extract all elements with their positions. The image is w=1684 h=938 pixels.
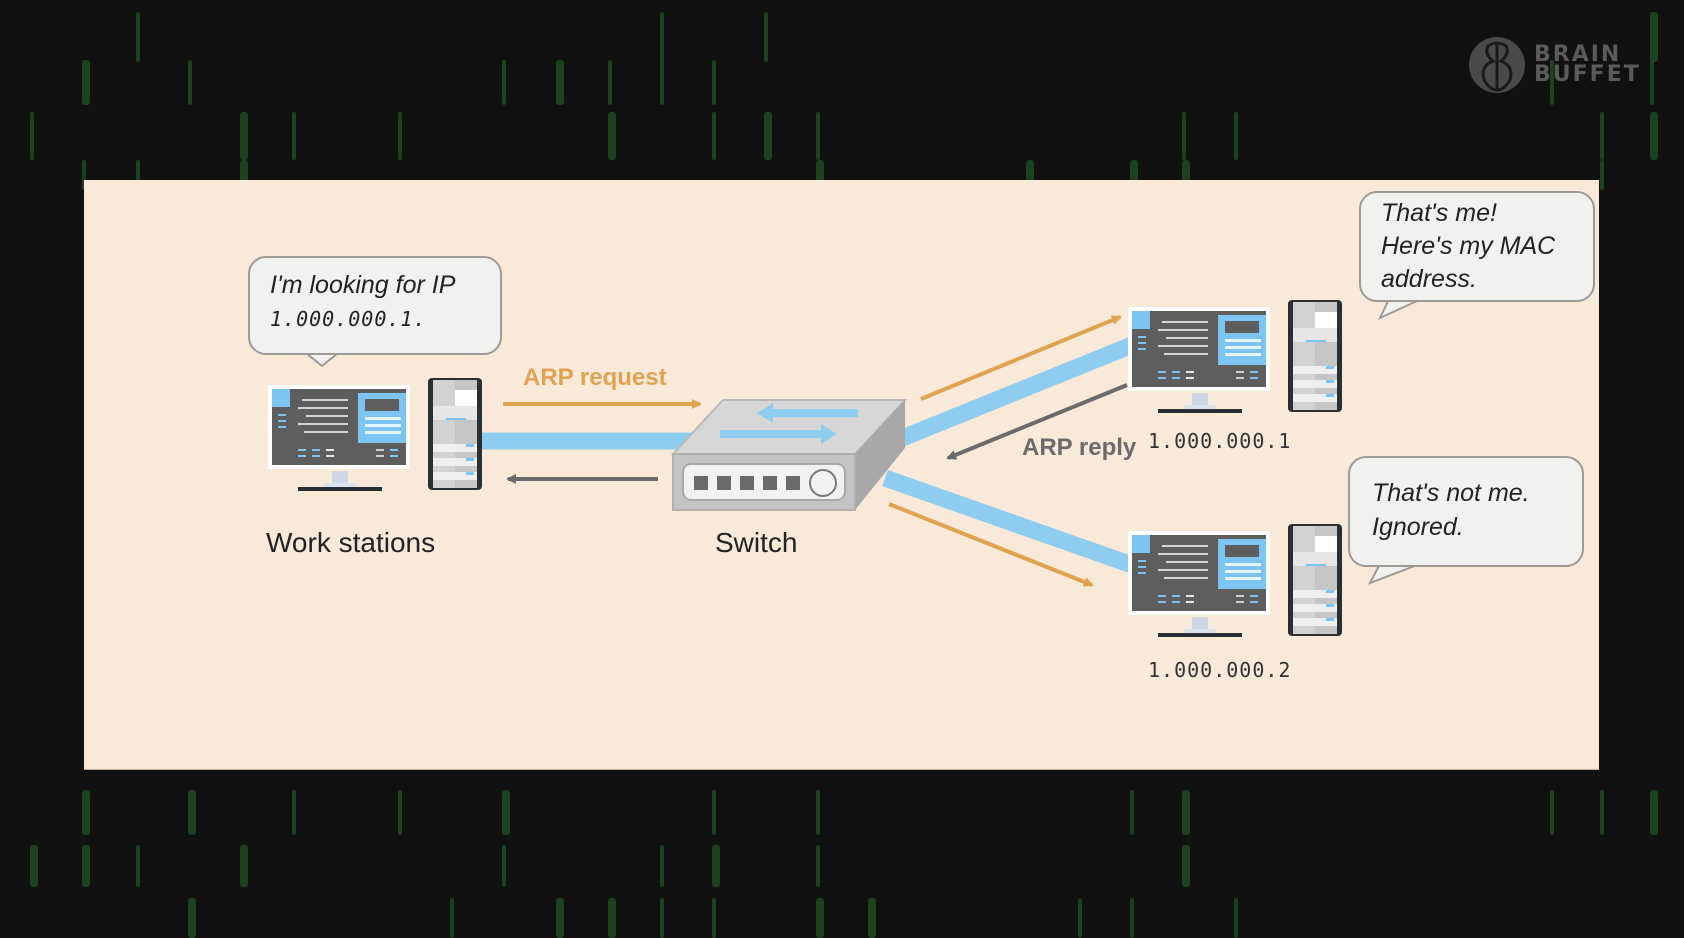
matrix-streak [608, 60, 612, 105]
matrix-streak [660, 60, 664, 105]
matrix-streak [1650, 790, 1658, 835]
matrix-streak [1234, 898, 1238, 938]
matrix-streak [1650, 112, 1658, 160]
matrix-streak [712, 112, 716, 160]
host2-ip-label: 1.000.000.2 [1148, 658, 1292, 682]
matrix-streak [30, 845, 38, 887]
brain-buffet-logo-icon [1469, 37, 1525, 93]
arp-reply-label: ARP reply [1022, 434, 1137, 461]
bubble-text: That's not me. [1372, 479, 1530, 507]
brand-logo: BRAIN BUFFET [1468, 36, 1641, 94]
link-switch-host1 [891, 337, 1136, 449]
matrix-streak [398, 790, 402, 835]
network-switch-icon [670, 399, 908, 511]
arp-reply-arrow [946, 383, 1128, 460]
matrix-streak [660, 845, 664, 887]
matrix-streak [868, 898, 876, 938]
matrix-streak [502, 790, 510, 835]
matrix-streak [1600, 160, 1604, 190]
matrix-streak [712, 898, 716, 938]
brand-line1: BRAIN [1534, 42, 1622, 67]
bubble-text: I'm looking for IP [270, 271, 456, 299]
matrix-streak [240, 160, 248, 190]
matrix-streak [660, 12, 664, 62]
matrix-streak [240, 112, 248, 160]
matrix-streak [1650, 60, 1654, 105]
matrix-streak [1182, 112, 1186, 160]
matrix-streak [1130, 790, 1134, 835]
matrix-streak [1182, 790, 1190, 835]
bubble-ip: 1.000.000.1. [270, 307, 427, 331]
bubble-text: Ignored. [1372, 513, 1464, 541]
matrix-streak [502, 60, 506, 105]
matrix-streak [556, 898, 564, 938]
matrix-streak [764, 12, 768, 62]
matrix-streak [292, 112, 296, 160]
matrix-streak [292, 790, 296, 835]
matrix-streak [1130, 160, 1138, 190]
host1-ip-label: 1.000.000.1 [1148, 429, 1292, 453]
matrix-streak [82, 845, 90, 887]
link-switch-host2 [882, 469, 1135, 574]
matrix-streak [1078, 898, 1082, 938]
matrix-streak [712, 60, 716, 105]
matrix-streak [1182, 845, 1190, 887]
matrix-streak [450, 898, 454, 938]
matrix-streak [82, 790, 90, 835]
brand-line2: BUFFET [1534, 62, 1641, 87]
switch-label: Switch [715, 527, 798, 558]
bubble-text: address. [1381, 265, 1477, 293]
matrix-streak [82, 160, 86, 190]
host2-speech-bubble: That's not me. Ignored. [1348, 456, 1584, 567]
matrix-streak [1550, 790, 1554, 835]
bubble-text: That's me! [1381, 199, 1497, 227]
workstation-label: Work stations [266, 527, 436, 558]
matrix-streak [30, 112, 34, 160]
matrix-streak [764, 112, 772, 160]
matrix-streak [1182, 160, 1190, 190]
matrix-streak [816, 160, 824, 190]
workstation-monitor-icon [268, 385, 410, 491]
arp-request-to-host1-arrow [920, 315, 1122, 401]
matrix-streak [136, 160, 140, 190]
host1-speech-bubble: That's me! Here's my MAC address. [1359, 191, 1595, 302]
matrix-streak [1600, 112, 1604, 160]
matrix-streak [398, 112, 402, 160]
matrix-streak [1130, 898, 1134, 938]
workstation-tower-icon [428, 378, 482, 490]
host2-tower-icon [1288, 524, 1342, 636]
matrix-streak [188, 790, 196, 835]
host1-monitor-icon [1128, 307, 1270, 413]
matrix-streak [502, 845, 506, 887]
matrix-streak [816, 790, 820, 835]
matrix-streak [816, 845, 820, 887]
matrix-streak [1600, 790, 1604, 835]
workstation-speech-bubble: I'm looking for IP 1.000.000.1. [248, 256, 502, 355]
matrix-streak [1550, 60, 1554, 105]
bubble-text: Here's my MAC [1381, 232, 1556, 260]
arp-request-label: ARP request [523, 364, 667, 391]
matrix-streak [136, 12, 140, 62]
matrix-streak [712, 790, 716, 835]
matrix-streak [136, 845, 140, 887]
matrix-streak [712, 845, 720, 887]
matrix-streak [608, 112, 616, 160]
matrix-streak [1650, 12, 1658, 62]
arp-request-to-host2-arrow [888, 502, 1094, 587]
matrix-streak [1234, 112, 1238, 160]
host2-monitor-icon [1128, 531, 1270, 637]
matrix-streak [82, 60, 90, 105]
matrix-streak [816, 898, 824, 938]
matrix-streak [1026, 160, 1034, 190]
matrix-streak [660, 898, 664, 938]
host1-tower-icon [1288, 300, 1342, 412]
matrix-streak [188, 60, 192, 105]
matrix-streak [608, 898, 616, 938]
matrix-streak [240, 845, 248, 887]
matrix-streak [188, 898, 196, 938]
matrix-streak [816, 112, 820, 160]
matrix-streak [556, 60, 564, 105]
